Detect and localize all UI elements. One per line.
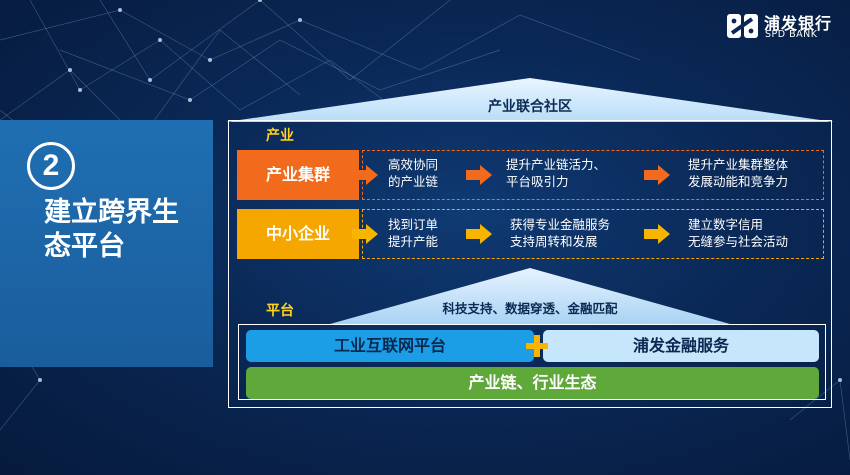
arrow-right-icon	[644, 165, 670, 185]
spd-finance-service: 浦发金融服务	[543, 330, 819, 362]
platform-box	[238, 324, 826, 400]
arrow-right-icon	[466, 224, 492, 244]
industry-cluster-tag: 产业集群	[237, 150, 359, 200]
support-pyramid	[330, 268, 730, 324]
platform-label: 平台	[266, 303, 294, 319]
cluster-step-3: 提升产业集群整体发展动能和竞争力	[688, 157, 789, 189]
sme-step-1: 找到订单提升产能	[388, 217, 439, 249]
brand-name-cn: 浦发银行	[764, 14, 833, 33]
arrow-right-icon	[644, 224, 670, 244]
cluster-step-1: 高效协同的产业链	[388, 157, 439, 189]
section-number: 2	[27, 142, 75, 190]
cluster-step-2: 提升产业链活力、平台吸引力	[506, 157, 607, 189]
sme-tag: 中小企业	[237, 209, 359, 259]
spd-logo-icon	[727, 14, 758, 38]
support-label: 科技支持、数据穿透、金融匹配	[442, 301, 618, 316]
plus-icon	[526, 335, 548, 357]
arrow-right-icon	[352, 224, 378, 244]
section-title: 建立跨界生态平台	[44, 197, 179, 262]
community-label: 产业联合社区	[488, 99, 572, 115]
section-title-panel: 2 建立跨界生态平台	[0, 120, 213, 367]
industry-label: 产业	[266, 128, 294, 144]
community-roof	[226, 78, 834, 122]
ecosystem-frame	[228, 120, 832, 408]
arrow-right-icon	[352, 165, 378, 185]
industrial-internet-platform: 工业互联网平台	[246, 330, 534, 362]
brand-logo: 浦发银行 SPD BANK	[726, 8, 842, 42]
sme-step-2: 获得专业金融服务支持周转和发展	[510, 217, 611, 249]
industry-ecosystem-base: 产业链、行业生态	[246, 367, 819, 399]
arrow-right-icon	[466, 165, 492, 185]
sme-step-3: 建立数字信用无缝参与社会活动	[688, 217, 789, 249]
brand-name-en: SPD BANK	[765, 29, 818, 40]
